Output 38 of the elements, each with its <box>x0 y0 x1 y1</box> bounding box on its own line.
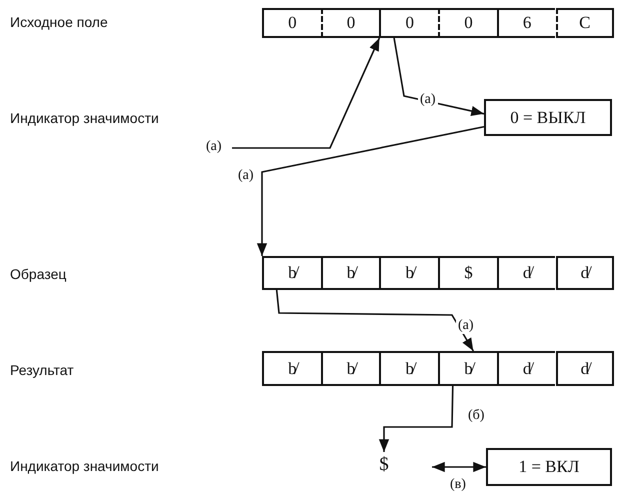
field-cell: 0 <box>320 8 380 38</box>
row-label: Индикатор значимости <box>10 458 159 474</box>
edge-label: (б) <box>466 408 486 424</box>
indicator-box: 0 = ВЫКЛ <box>484 99 612 136</box>
arrow <box>378 386 454 452</box>
field-cell: b̸ <box>262 256 321 290</box>
edge-label: (а) <box>236 168 256 184</box>
arrow <box>256 126 484 256</box>
field-cell: d̸ <box>556 256 614 290</box>
arrow <box>276 290 474 352</box>
field-cell: C <box>556 8 614 38</box>
arrow <box>232 38 380 149</box>
field-cell: d̸ <box>496 351 556 386</box>
field-cell: b̸ <box>379 256 438 290</box>
field-cell: b̸ <box>262 351 321 386</box>
field-cell: b̸ <box>320 256 380 290</box>
row-label: Исходное поле <box>10 14 108 30</box>
edge-label: (в) <box>448 477 468 493</box>
field-cell: 6 <box>496 8 556 38</box>
row-label: Результат <box>10 362 74 378</box>
field-cell: b̸ <box>320 351 380 386</box>
edge-label: (а) <box>456 318 476 334</box>
field-cell: b̸ <box>379 351 438 386</box>
row-label: Образец <box>10 266 66 282</box>
indicator-box: 1 = ВКЛ <box>486 448 612 486</box>
arrow <box>393 38 484 116</box>
field-cell: 0 <box>262 8 321 38</box>
edge-label: (а) <box>204 139 224 155</box>
edge-label: (а) <box>418 92 438 108</box>
field-cell: b̸ <box>438 351 497 386</box>
currency-symbol: $ <box>372 452 396 478</box>
field-cell: d̸ <box>496 256 556 290</box>
field-cell: $ <box>438 256 497 290</box>
arrow <box>432 462 486 472</box>
field-cell: d̸ <box>556 351 614 386</box>
field-cell: 0 <box>438 8 497 38</box>
row-label: Индикатор значимости <box>10 110 159 126</box>
field-cell: 0 <box>379 8 438 38</box>
